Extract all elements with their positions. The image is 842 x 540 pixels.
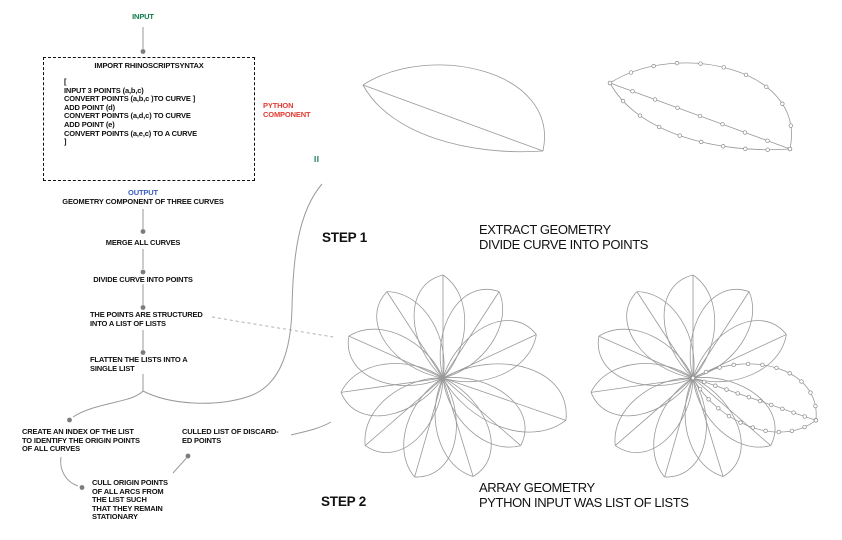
flow-node-culled-list: CULLED LIST OF DISCARD- ED POINTS <box>182 427 279 445</box>
leaf-points-illustration <box>607 61 793 152</box>
step1-label: STEP 1 <box>322 230 368 245</box>
list-of-lists-pointer <box>211 316 334 338</box>
flower-array-illustration <box>337 275 567 485</box>
code-box-lines: [ INPUT 3 POINTS (a,b,c) CONVERT POINTS … <box>64 77 197 147</box>
flow-node-structured: THE POINTS ARE STRUCTURED INTO A LIST OF… <box>90 310 203 328</box>
python-code-box: IMPORT RHINOSCRIPTSYNTAX [ INPUT 3 POINT… <box>43 57 255 181</box>
connector-ii-marker: II <box>314 155 320 164</box>
input-label: INPUT <box>132 12 154 21</box>
step1-description: EXTRACT GEOMETRY DIVIDE CURVE INTO POINT… <box>479 222 649 252</box>
flow-node-merge: MERGE ALL CURVES <box>105 237 181 247</box>
step2-label: STEP 2 <box>321 494 367 509</box>
leaf-curves-illustration <box>362 64 545 153</box>
flow-node-cull-origin: CULL ORIGIN POINTS OF ALL ARCS FROM THE … <box>92 478 168 522</box>
python-component-label: PYTHON COMPONENT <box>263 101 311 119</box>
culled-list-hook <box>290 421 332 436</box>
code-box-title: IMPORT RHINOSCRIPTSYNTAX <box>94 61 204 70</box>
s-curve-to-step1 <box>142 183 323 404</box>
flow-node-divide: DIVIDE CURVE INTO POINTS <box>93 274 193 284</box>
output-label: OUTPUT <box>128 188 158 197</box>
flowchart-connectors <box>60 27 334 490</box>
flow-node-flatten: FLATTEN THE LISTS INTO A SINGLE LIST <box>90 355 188 373</box>
flow-node-create-index: CREATE AN INDEX OF THE LIST TO IDENTIFY … <box>22 427 140 454</box>
flower-array-points-illustration <box>587 275 819 485</box>
step2-description: ARRAY GEOMETRY PYTHON INPUT WAS LIST OF … <box>479 480 689 510</box>
output-description: GEOMETRY COMPONENT OF THREE CURVES <box>62 197 224 206</box>
